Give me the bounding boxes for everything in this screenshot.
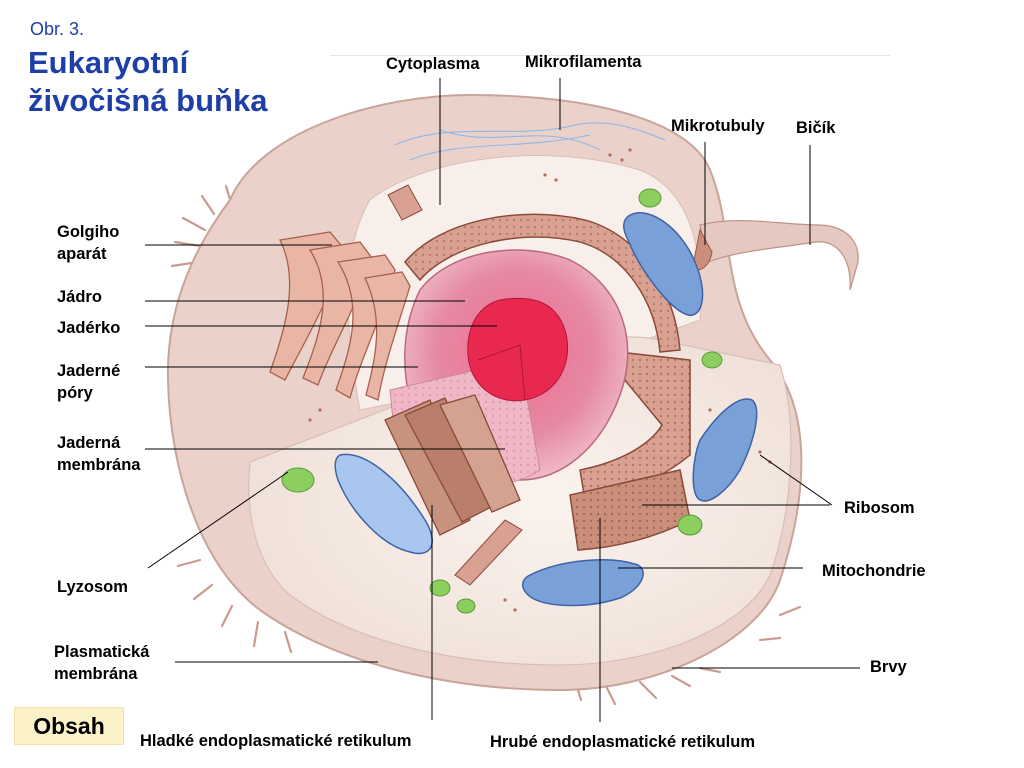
label-cytoplasma: Cytoplasma — [386, 55, 480, 73]
obsah-button[interactable]: Obsah — [14, 707, 124, 745]
label-bicik: Bičík — [796, 119, 836, 137]
label-mikrotubuly: Mikrotubuly — [671, 117, 765, 135]
label-jadro: Jádro — [57, 288, 102, 306]
centriole — [387, 184, 523, 586]
label-ribosom: Ribosom — [844, 499, 915, 517]
label-mikrofilamenta: Mikrofilamenta — [525, 53, 642, 71]
label-jaderne-pory: Jaderné póry — [57, 362, 121, 402]
label-jaderko: Jadérko — [57, 319, 121, 337]
lysosomes — [281, 188, 723, 614]
microfilaments — [394, 122, 666, 161]
label-hladke-er: Hladké endoplasmatické retikulum — [140, 732, 412, 750]
label-plasmaticka-membrana: Plasmatická membrána — [54, 643, 150, 683]
cilia — [170, 184, 802, 706]
mitochondria — [334, 212, 758, 607]
label-lyzosom: Lyzosom — [57, 578, 128, 596]
label-mitochondrie: Mitochondrie — [822, 562, 926, 580]
smooth-er — [384, 394, 521, 536]
leader-lines — [145, 78, 860, 722]
divider — [330, 55, 890, 56]
label-jaderna-membrana: Jaderná membrána — [57, 434, 141, 474]
page-title: Eukaryotní živočišná buňka — [28, 45, 268, 118]
figure-number: Obr. 3. — [30, 19, 85, 39]
label-brvy: Brvy — [870, 658, 907, 676]
nucleolus — [467, 297, 569, 402]
label-hrube-er: Hrubé endoplasmatické retikulum — [490, 733, 755, 751]
label-golgiho-aparat: Golgiho aparát — [57, 223, 120, 263]
